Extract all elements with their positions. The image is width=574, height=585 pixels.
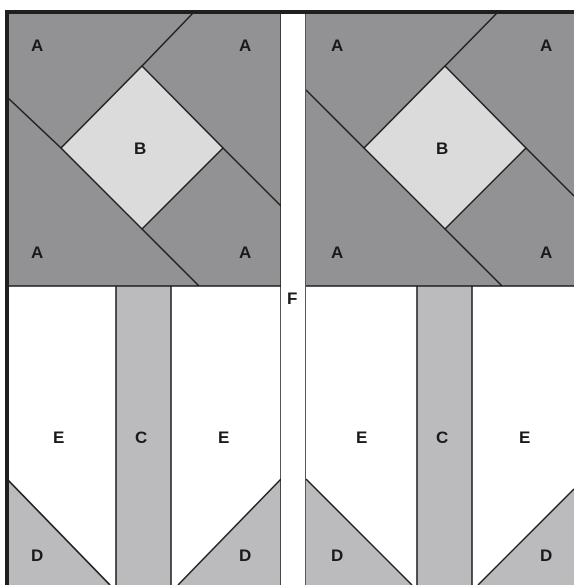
left-label-a-bl: A — [31, 243, 43, 262]
right-label-a-tl: A — [331, 36, 343, 55]
right-label-c: C — [436, 428, 448, 447]
right-label-d-right: D — [540, 546, 552, 565]
label-f: F — [287, 289, 297, 308]
left-label-a-tr: A — [239, 36, 251, 55]
right-label-b: B — [436, 139, 448, 158]
left-label-a-br: A — [239, 243, 251, 262]
left-label-c: C — [135, 428, 147, 447]
right-quilt-block: A A A A B E C E D D — [306, 12, 574, 585]
right-label-a-br: A — [540, 243, 552, 262]
right-label-e-right: E — [519, 428, 530, 447]
left-label-a-tl: A — [31, 36, 43, 55]
left-label-d-left: D — [31, 546, 43, 565]
left-quilt-block: A A A A B E C E D D — [7, 12, 281, 585]
left-label-d-right: D — [239, 546, 251, 565]
right-label-a-tr: A — [540, 36, 552, 55]
left-label-b: B — [134, 139, 146, 158]
left-label-e-right: E — [218, 428, 229, 447]
right-label-d-left: D — [331, 546, 343, 565]
right-label-e-left: E — [356, 428, 367, 447]
sashing-strip: F — [281, 12, 306, 585]
left-label-e-left: E — [53, 428, 64, 447]
right-label-a-bl: A — [331, 243, 343, 262]
